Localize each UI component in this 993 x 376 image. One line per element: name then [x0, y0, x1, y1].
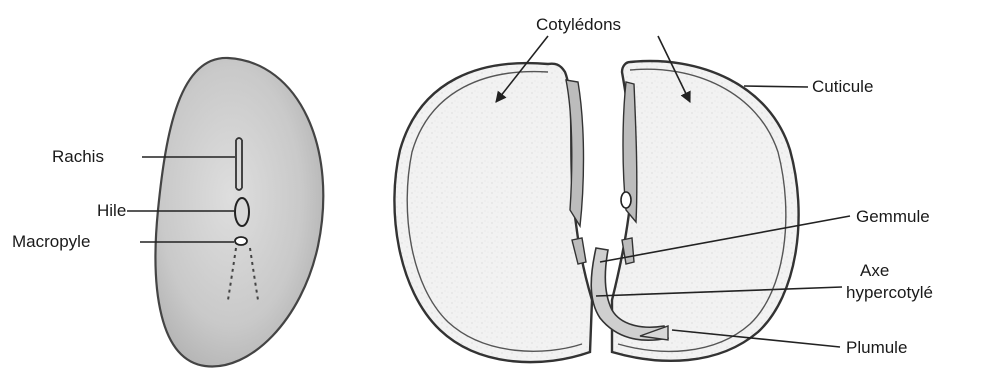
seed-external-view: Rachis Hile Macropyle — [12, 58, 323, 367]
right-cotyledon — [612, 61, 799, 361]
left-cotyledon — [394, 63, 592, 362]
label-hile: Hile — [97, 201, 126, 220]
label-macropyle: Macropyle — [12, 232, 90, 251]
label-cotyledons: Cotylédons — [536, 15, 621, 34]
label-axe-line1: Axe — [860, 261, 889, 280]
label-plumule: Plumule — [846, 338, 907, 357]
leader-cuticule — [744, 86, 808, 87]
label-axe-line2: hypercotylé — [846, 283, 933, 302]
label-cuticule: Cuticule — [812, 77, 873, 96]
label-gemmule: Gemmule — [856, 207, 930, 226]
right-cotyledon-node — [621, 192, 631, 208]
hile-structure — [235, 198, 249, 226]
label-rachis: Rachis — [52, 147, 104, 166]
seed-section-view: Cotylédons Cuticule Gemmule Axe hypercot… — [394, 15, 933, 362]
macropyle-structure — [235, 237, 247, 245]
